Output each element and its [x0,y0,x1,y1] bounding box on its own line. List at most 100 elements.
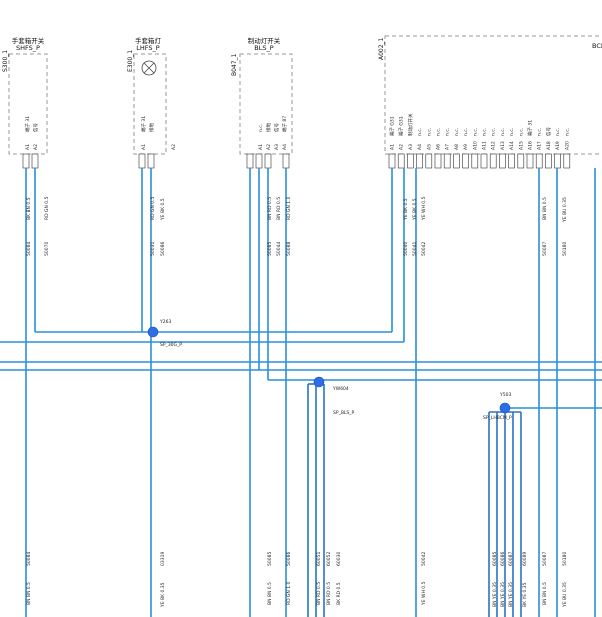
pin-label: A2 [266,144,272,150]
pin-terminal[interactable] [246,153,254,169]
component-box [239,53,293,155]
pin-desc: n.c. [259,124,264,132]
pin-terminal[interactable] [526,153,534,169]
pin-label: A17 [537,141,543,150]
junction-net: SP_30G_P [160,342,182,348]
pin-desc: 接地 [265,123,272,132]
junction-id: Y503 [499,392,511,398]
junction-id: Y263 [159,319,171,325]
wire-spec: RD GN 1.0 [286,581,292,605]
wire-code: 50042 [421,552,427,566]
wire-spec: YE WH 0.5 [421,196,427,221]
pin-label: A1 [141,144,147,150]
junction-yw604[interactable] [313,376,325,388]
pin-terminal[interactable] [416,153,423,169]
pin-terminal[interactable] [489,153,497,169]
wire-spec: BK YE 0.35 [522,582,528,607]
wire-code: 50087 [542,552,548,566]
junctions: Y263 SP_30G_P YW604 SP_BLS_P Y503 SP_LHB… [147,319,512,421]
junction-net: SP_LHBCM_P [483,415,512,421]
pin-terminal[interactable] [499,153,506,169]
wire-spec: RD GN 0.5 [44,196,50,220]
component-title-cn: 手套箱灯 [135,36,162,45]
wire-code: 50180 [562,552,568,566]
pin-terminal[interactable] [397,153,405,169]
component-id: E300_1 [127,50,134,72]
pin-desc: 端子 31 [140,116,147,132]
pin-terminal[interactable] [480,153,488,169]
pin-label: A19 [555,141,561,150]
pin-terminal[interactable] [282,153,290,169]
pin-label: A13 [500,141,506,150]
pin-desc: 端子 87 [281,116,288,132]
pin-desc: 端子 31 [527,120,534,136]
wire-spec: BN BN 0.5 [26,582,32,605]
pin-terminal[interactable] [22,153,30,169]
wire-code: 50085 [267,552,273,566]
junction-y503[interactable] [499,402,511,414]
pin-terminal[interactable] [554,153,561,169]
wire-code: 03319 [160,552,166,566]
wire-code: 50084 [26,242,32,256]
wire-spec: BK BN 0.5 [26,197,32,220]
pin-terminal[interactable] [545,153,552,169]
wire-spec: YE WH 0.5 [421,581,427,606]
pin-desc: n.c. [492,128,497,136]
pin-desc: n.c. [538,128,543,136]
wire-spec: YE BK 0.5 [160,198,166,221]
wire-code: 50031 [150,242,156,256]
pin-label: A8 [454,144,460,150]
pin-terminal[interactable] [563,153,571,169]
pin-terminal[interactable] [508,153,515,169]
pin-desc: 信号 [32,123,39,132]
component-box [8,53,48,155]
pin-label: A7 [445,144,451,150]
component-title: BCM [592,42,602,50]
pin-label: A2 [399,144,405,150]
pin-terminal[interactable] [425,153,433,169]
wire-code: 50040 [403,242,409,256]
pin-terminal[interactable] [388,153,396,169]
pin-terminal[interactable] [443,153,451,169]
pin-terminal[interactable] [147,153,155,169]
junction-y263[interactable] [147,326,159,338]
junction-id: YW604 [332,386,349,392]
component-s300[interactable]: 手套箱开关 SHFS_P S300_1 端子 31 信号 A1 A2 [2,36,48,169]
pin-terminal[interactable] [255,153,263,169]
pin-terminal[interactable] [535,153,543,169]
pin-terminal[interactable] [138,153,146,169]
pin-desc: n.c. [556,128,561,136]
pin-label: A11 [482,141,488,150]
pin-terminal[interactable] [434,153,442,169]
pin-terminal[interactable] [453,153,460,169]
wire-spec: BN RD 0.5 [326,582,332,605]
wire-spec: YE BK 0.5 [403,198,409,221]
pin-terminal[interactable] [407,153,414,169]
pin-terminal[interactable] [31,153,39,169]
pin-label: A1 [25,144,31,150]
pin-terminal[interactable] [517,153,525,169]
wire-spec: BN RD 0.5 [276,197,282,220]
pin-desc: n.c. [510,128,515,136]
pin-label: A2 [33,144,39,150]
wire-spec: BN BN 0.5 [542,582,548,605]
component-b047[interactable]: 制动灯开关 BLS_P B047_1 n.c. 接地 信号 端子 87 A1 A… [231,36,293,169]
wire-spec: BN BN 0.5 [542,197,548,220]
component-e300[interactable]: 手套箱灯 LHFS_P E300_1 端子 31 接地 A1 A2 [127,36,177,169]
lamp-icon [141,60,157,76]
pin-terminal[interactable] [471,153,479,169]
pin-label: A6 [436,144,442,150]
pin-terminal[interactable] [462,153,469,169]
pin-label: A2 [171,144,177,150]
pin-label: A16 [528,141,534,150]
wire-code: 50088 [286,242,292,256]
pin-label: A18 [546,141,552,150]
pin-desc: 端子 G31 [389,116,396,136]
pin-label: A9 [463,144,469,150]
pin-label: A1 [390,144,396,150]
pin-terminal[interactable] [264,153,272,169]
wire-spec: YE BU 0.35 [562,197,568,223]
